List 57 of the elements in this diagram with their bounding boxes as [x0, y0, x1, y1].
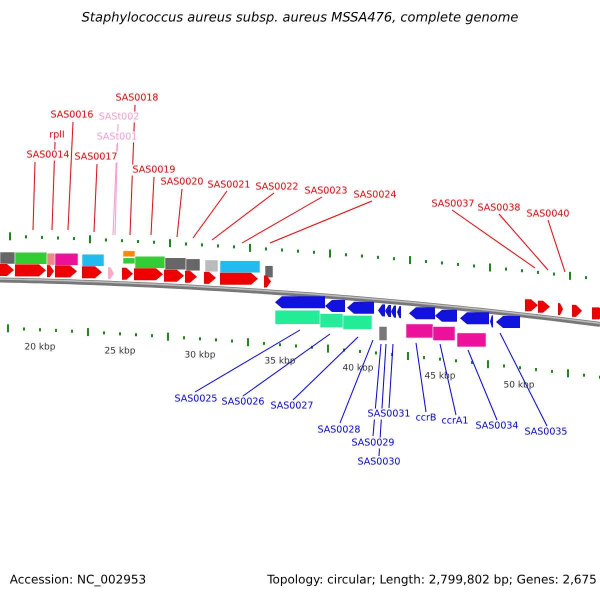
leader-line	[500, 332, 548, 426]
genome-summary-text: Topology: circular; Length: 2,799,802 bp; Genes: 2,675	[266, 574, 598, 586]
gene-label: SAS0022	[254, 182, 300, 192]
gene-label: SAS0020	[160, 176, 204, 188]
gene-label: SAS0021	[206, 180, 252, 190]
gene-label: SAS0019	[132, 164, 176, 176]
gene-label: SAS0028	[316, 424, 362, 436]
leader-line	[192, 190, 228, 238]
leader-line	[68, 122, 74, 230]
accession-text: Accession: NC_002953	[8, 574, 148, 586]
gene-label: SAS0040	[526, 208, 570, 220]
leader-line	[452, 210, 536, 268]
gene-label: SAS0018	[114, 92, 160, 104]
leader-line	[212, 192, 274, 240]
gene-label: SAS0016	[50, 110, 94, 120]
scale-label: 25 kbp	[104, 346, 136, 358]
leader-line	[372, 344, 382, 436]
gene-label: SAS0029	[350, 438, 396, 448]
gene-label: SAS0017	[74, 152, 118, 162]
leader-line	[440, 344, 456, 416]
leader-line	[112, 144, 118, 236]
gene-label: SAS0027	[270, 400, 314, 412]
leader-line	[292, 336, 358, 400]
leader-line	[340, 340, 374, 424]
gene-label: ccrB	[414, 412, 438, 424]
gene-label: SASt002	[98, 112, 140, 122]
gene-label: SAS0037	[430, 198, 476, 210]
leader-line	[548, 220, 566, 272]
gene-label: SAS0024	[352, 190, 398, 200]
gene-label: SAS0026	[220, 396, 266, 408]
gene-label: rplI	[48, 130, 66, 140]
leader-line	[388, 344, 394, 408]
leader-line	[150, 176, 154, 236]
gene-label: SAS0023	[304, 186, 348, 196]
gene-label: SAS0031	[366, 408, 412, 420]
leader-line	[468, 350, 498, 420]
leader-line	[242, 334, 330, 396]
gene-label: ccrA1	[440, 416, 470, 426]
leader-line	[416, 342, 426, 412]
gene-label: SAS0025	[174, 394, 218, 404]
leader-line	[242, 196, 322, 244]
leader-line	[52, 142, 56, 230]
gene-label: SAS0035	[524, 426, 568, 438]
gene-label: SAS0030	[356, 456, 402, 468]
leader-line	[498, 214, 548, 270]
title: Staphylococcus aureus subsp. aureus MSSA476, complete genome	[80, 12, 520, 24]
gene-label: SAS0014	[26, 150, 70, 160]
leader-line	[270, 200, 372, 244]
scale-label: 30 kbp	[184, 350, 216, 362]
leader-line	[194, 330, 300, 392]
gene-label: SAS0034	[474, 420, 520, 432]
leader-line	[94, 164, 98, 232]
gene-label: SASt001	[96, 132, 138, 142]
leader-line	[32, 162, 36, 230]
scale-label: 20 kbp	[24, 342, 56, 354]
leader-line	[176, 188, 182, 238]
gene-label: SAS0038	[476, 202, 522, 214]
